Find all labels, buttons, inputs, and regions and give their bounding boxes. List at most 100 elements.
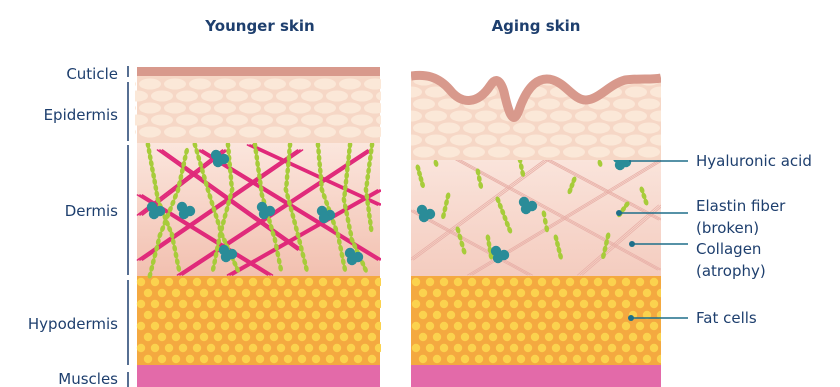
epidermis-cell: [650, 111, 672, 122]
fat-cell: [158, 311, 166, 319]
fat-cell: [214, 289, 222, 297]
fat-cell: [636, 322, 644, 330]
fat-cell: [305, 278, 313, 286]
fat-cell: [361, 300, 369, 308]
hyaluronic-acid-molecule: [615, 160, 625, 170]
fat-cell: [368, 289, 376, 297]
epidermis-cell: [314, 103, 336, 114]
fat-cell: [151, 344, 159, 352]
fat-cell: [186, 355, 194, 363]
epidermis-cell: [513, 123, 535, 134]
fat-cell: [312, 289, 320, 297]
fat-cell: [319, 322, 327, 330]
fat-cell: [468, 322, 476, 330]
fat-cell: [144, 355, 152, 363]
fat-cell: [629, 289, 637, 297]
fat-cell: [552, 300, 560, 308]
fat-cell: [440, 300, 448, 308]
fat-cell: [650, 344, 658, 352]
fat-cell: [326, 333, 334, 341]
fat-cell: [545, 289, 553, 297]
cuticle-layer: [137, 67, 380, 76]
fat-cell: [144, 289, 152, 297]
epidermis-cell: [289, 127, 311, 138]
fat-cell: [657, 333, 665, 341]
fat-cell: [172, 289, 180, 297]
epidermis-cell: [425, 135, 447, 146]
epidermis-cell: [139, 79, 161, 90]
epidermis-cell: [588, 123, 610, 134]
fat-cell: [608, 322, 616, 330]
epidermis-cell: [364, 79, 386, 90]
fat-cell: [580, 300, 588, 308]
callout-dot-fat: [628, 315, 634, 321]
fat-cell: [284, 355, 292, 363]
fat-cell: [496, 344, 504, 352]
fat-cell: [333, 278, 341, 286]
fat-cell: [531, 333, 539, 341]
fat-cell: [291, 278, 299, 286]
epidermis-cell: [488, 147, 510, 158]
fat-cell: [622, 344, 630, 352]
fat-cell: [559, 355, 567, 363]
hyaluronic-acid-molecule: [149, 209, 159, 219]
epidermis-cell: [425, 111, 447, 122]
callout-elastin-fiber: Elastin fiber: [696, 197, 786, 215]
fat-cell: [475, 355, 483, 363]
fat-cell: [291, 322, 299, 330]
fat-cell: [242, 355, 250, 363]
epidermis-cell: [638, 99, 660, 110]
fat-cell: [622, 322, 630, 330]
fat-cell: [594, 322, 602, 330]
fat-cell: [263, 278, 271, 286]
epidermis-cell: [364, 103, 386, 114]
epidermis-cell: [339, 127, 361, 138]
fat-cell: [228, 289, 236, 297]
fat-cell: [368, 333, 376, 341]
fat-cell: [158, 289, 166, 297]
fat-cell: [559, 333, 567, 341]
fat-cell: [629, 355, 637, 363]
fat-cell: [461, 289, 469, 297]
fat-cell: [552, 344, 560, 352]
fat-cell: [657, 355, 665, 363]
fat-cell: [615, 311, 623, 319]
epidermis-cell: [114, 127, 136, 138]
fat-cell: [193, 344, 201, 352]
fat-cell: [461, 355, 469, 363]
fat-cell: [165, 278, 173, 286]
fat-cell: [214, 311, 222, 319]
fat-cell: [496, 322, 504, 330]
epidermis-cell: [176, 115, 198, 126]
fat-cell: [368, 311, 376, 319]
fat-cell: [312, 311, 320, 319]
callout-dot-elastin: [616, 210, 622, 216]
fat-cell: [510, 278, 518, 286]
fat-cell: [305, 344, 313, 352]
fat-cell: [144, 333, 152, 341]
epidermis-cell: [176, 91, 198, 102]
epidermis-cell: [600, 111, 622, 122]
fat-cell: [207, 278, 215, 286]
fat-cell: [489, 355, 497, 363]
fat-cell: [517, 355, 525, 363]
fat-cell: [622, 278, 630, 286]
fat-cell: [468, 344, 476, 352]
epidermis-cell: [400, 135, 422, 146]
epidermis-cell: [450, 111, 472, 122]
fat-cell: [340, 289, 348, 297]
hyaluronic-acid-molecule: [213, 157, 223, 167]
fat-cell: [636, 344, 644, 352]
epidermis-cell: [226, 115, 248, 126]
fat-cell: [235, 278, 243, 286]
fat-cell: [375, 300, 383, 308]
epidermis-cell: [201, 91, 223, 102]
fat-cell: [587, 311, 595, 319]
epidermis-cell: [239, 103, 261, 114]
fat-cell: [419, 333, 427, 341]
fat-cell: [412, 278, 420, 286]
fat-cell: [214, 333, 222, 341]
epidermis-cell: [488, 123, 510, 134]
epidermis-cell: [388, 99, 410, 110]
